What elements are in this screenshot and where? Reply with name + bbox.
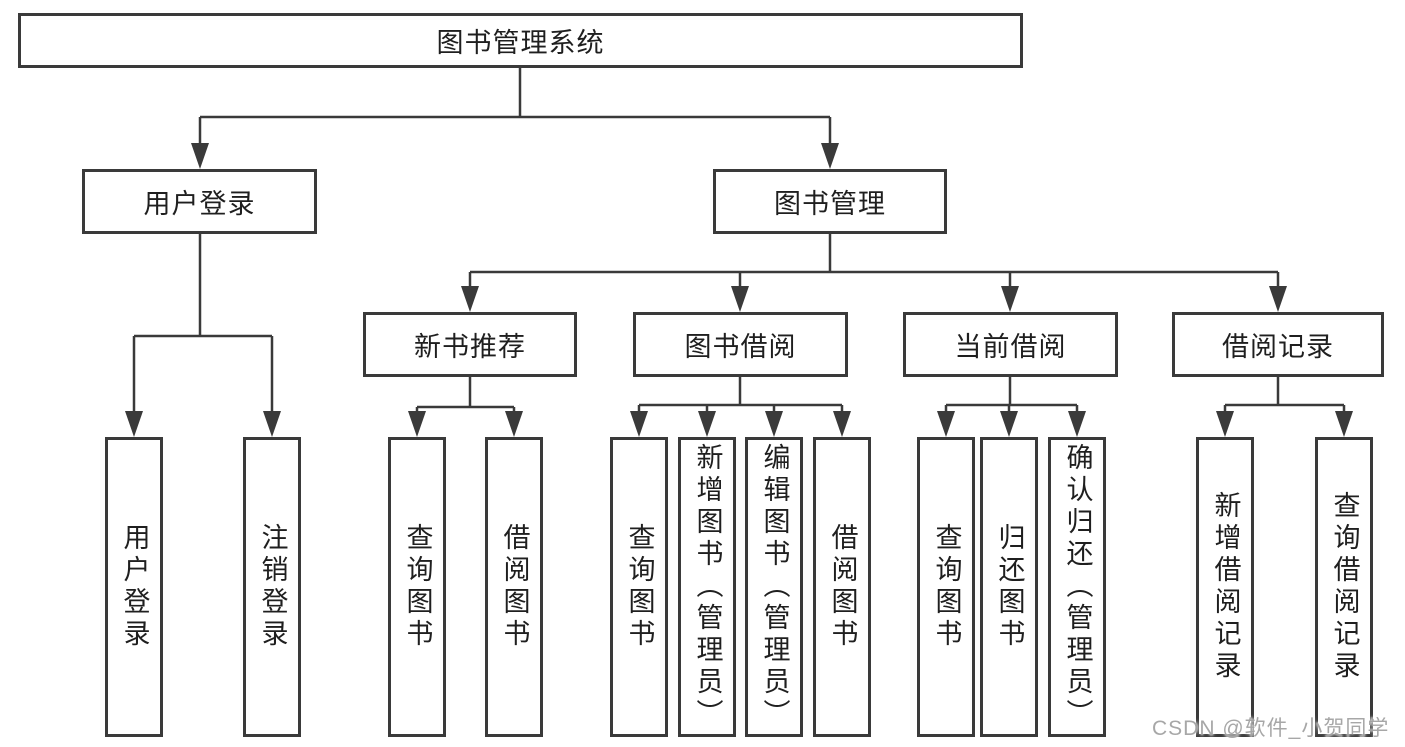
- leaf-label: 借阅图书: [499, 523, 530, 651]
- leaf-label: 注销登录: [257, 523, 288, 651]
- csdn-watermark: CSDN @软件_小贺同学: [1152, 717, 1390, 740]
- leaf-records-query-borrow-record: 查询借阅记录: [1315, 437, 1373, 737]
- leaf-label: 确认归还（管理员）: [1062, 443, 1093, 731]
- node-user-login: 用户登录: [82, 169, 317, 234]
- node-book-borrowing: 图书借阅: [633, 312, 848, 377]
- node-borrowing-records: 借阅记录: [1172, 312, 1384, 377]
- leaf-recommend-query-books: 查询图书: [388, 437, 446, 737]
- leaf-borrowing-query-books: 查询图书: [610, 437, 668, 737]
- leaf-borrowing-edit-books-admin: 编辑图书（管理员）: [745, 437, 803, 737]
- leaf-logout: 注销登录: [243, 437, 301, 737]
- leaf-label: 编辑图书（管理员）: [759, 443, 790, 731]
- leaf-label: 查询图书: [931, 523, 962, 651]
- node-library-management-system: 图书管理系统: [18, 13, 1023, 68]
- leaf-label: 归还图书: [994, 523, 1025, 651]
- leaf-label: 用户登录: [119, 523, 150, 651]
- node-new-book-recommend: 新书推荐: [363, 312, 577, 377]
- leaf-label: 新增借阅记录: [1210, 491, 1241, 683]
- leaf-label: 借阅图书: [827, 523, 858, 651]
- leaf-recommend-borrow-books: 借阅图书: [485, 437, 543, 737]
- leaf-label: 查询图书: [402, 523, 433, 651]
- leaf-label: 查询借阅记录: [1329, 491, 1360, 683]
- leaf-current-return-books: 归还图书: [980, 437, 1038, 737]
- leaf-current-confirm-return-admin: 确认归还（管理员）: [1048, 437, 1106, 737]
- node-book-management: 图书管理: [713, 169, 947, 234]
- leaf-label: 查询图书: [624, 523, 655, 651]
- leaf-records-add-borrow-record: 新增借阅记录: [1196, 437, 1254, 737]
- leaf-current-query-books: 查询图书: [917, 437, 975, 737]
- leaf-label: 新增图书（管理员）: [692, 443, 723, 731]
- leaf-user-login: 用户登录: [105, 437, 163, 737]
- node-current-borrowing: 当前借阅: [903, 312, 1118, 377]
- leaf-borrowing-borrow-books: 借阅图书: [813, 437, 871, 737]
- leaf-borrowing-add-books-admin: 新增图书（管理员）: [678, 437, 736, 737]
